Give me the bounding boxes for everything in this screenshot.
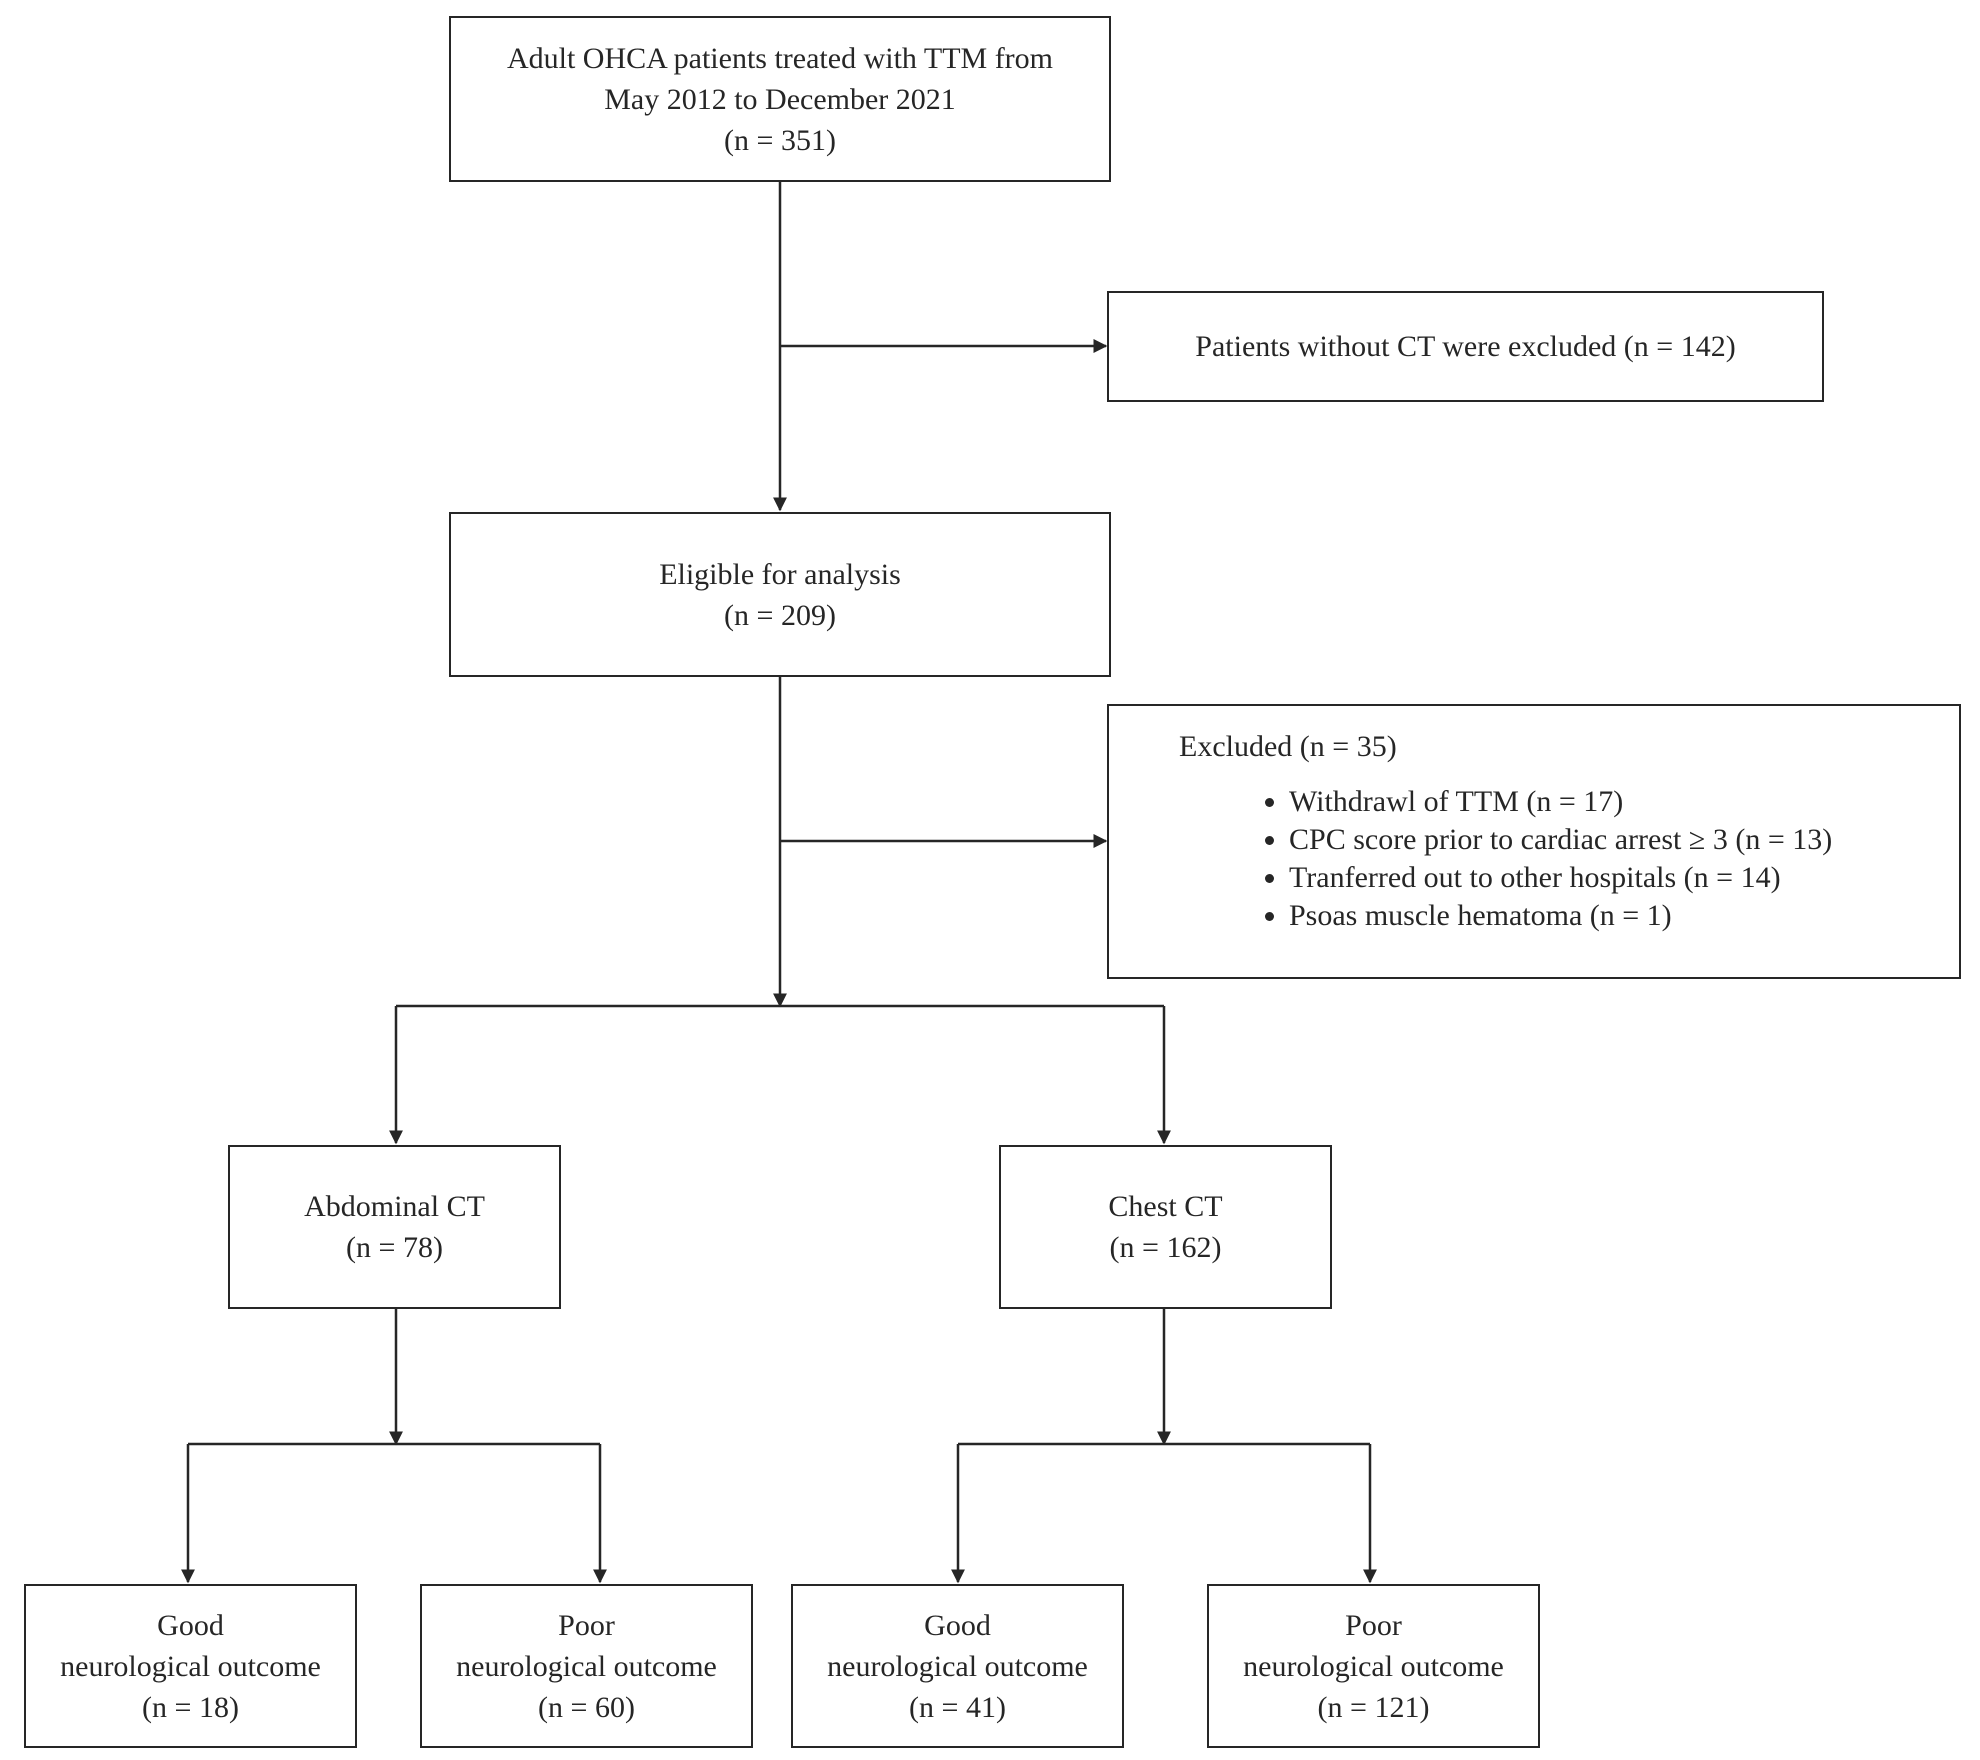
box-chest-ct-line1: Chest CT bbox=[1108, 1190, 1223, 1223]
exclusion-item: Withdrawl of TTM (n = 17) bbox=[1289, 783, 1832, 821]
box-chest-ct-count: (n = 162) bbox=[1109, 1231, 1222, 1264]
box-chest-ct: Chest CT (n = 162) bbox=[999, 1145, 1332, 1309]
exclusion-list: Withdrawl of TTM (n = 17) CPC score prio… bbox=[1179, 783, 1832, 935]
outcome-count: (n = 18) bbox=[142, 1690, 239, 1724]
exclusion-item: CPC score prior to cardiac arrest ≥ 3 (n… bbox=[1289, 821, 1832, 859]
outcome-label: neurological outcome bbox=[1243, 1649, 1504, 1683]
box-abdominal-ct-count: (n = 78) bbox=[346, 1231, 443, 1264]
outcome-label: neurological outcome bbox=[60, 1649, 321, 1683]
outcome-label: Poor bbox=[1345, 1608, 1402, 1642]
outcome-count: (n = 121) bbox=[1317, 1690, 1430, 1724]
box-abdominal-ct: Abdominal CT (n = 78) bbox=[228, 1145, 561, 1309]
box-chest-poor-outcome: Poor neurological outcome (n = 121) bbox=[1207, 1584, 1540, 1748]
outcome-count: (n = 41) bbox=[909, 1690, 1006, 1724]
box-eligible: Eligible for analysis (n = 209) bbox=[449, 512, 1111, 677]
box-initial-cohort: Adult OHCA patients treated with TTM fro… bbox=[449, 16, 1111, 182]
box-eligible-count: (n = 209) bbox=[724, 598, 836, 632]
box-excluded: Excluded (n = 35) Withdrawl of TTM (n = … bbox=[1107, 704, 1961, 979]
exclusion-item: Tranferred out to other hospitals (n = 1… bbox=[1289, 859, 1832, 897]
box-eligible-line1: Eligible for analysis bbox=[659, 557, 901, 591]
outcome-label: neurological outcome bbox=[456, 1649, 717, 1683]
outcome-label: Poor bbox=[558, 1608, 615, 1642]
exclusion-item: Psoas muscle hematoma (n = 1) bbox=[1289, 897, 1832, 935]
box-excluded-title: Excluded (n = 35) bbox=[1179, 730, 1397, 763]
box-initial-cohort-count: (n = 351) bbox=[724, 123, 836, 157]
box-chest-good-outcome: Good neurological outcome (n = 41) bbox=[791, 1584, 1124, 1748]
box-abdominal-good-outcome: Good neurological outcome (n = 18) bbox=[24, 1584, 357, 1748]
outcome-label: neurological outcome bbox=[827, 1649, 1088, 1683]
box-abdominal-ct-line1: Abdominal CT bbox=[304, 1190, 485, 1223]
box-no-ct-exclusion: Patients without CT were excluded (n = 1… bbox=[1107, 291, 1824, 402]
box-initial-cohort-line2: May 2012 to December 2021 bbox=[604, 82, 956, 116]
box-initial-cohort-line1: Adult OHCA patients treated with TTM fro… bbox=[506, 41, 1054, 75]
outcome-label: Good bbox=[157, 1608, 224, 1642]
box-no-ct-exclusion-text: Patients without CT were excluded (n = 1… bbox=[1195, 330, 1736, 363]
box-abdominal-poor-outcome: Poor neurological outcome (n = 60) bbox=[420, 1584, 753, 1748]
outcome-label: Good bbox=[924, 1608, 991, 1642]
outcome-count: (n = 60) bbox=[538, 1690, 635, 1724]
